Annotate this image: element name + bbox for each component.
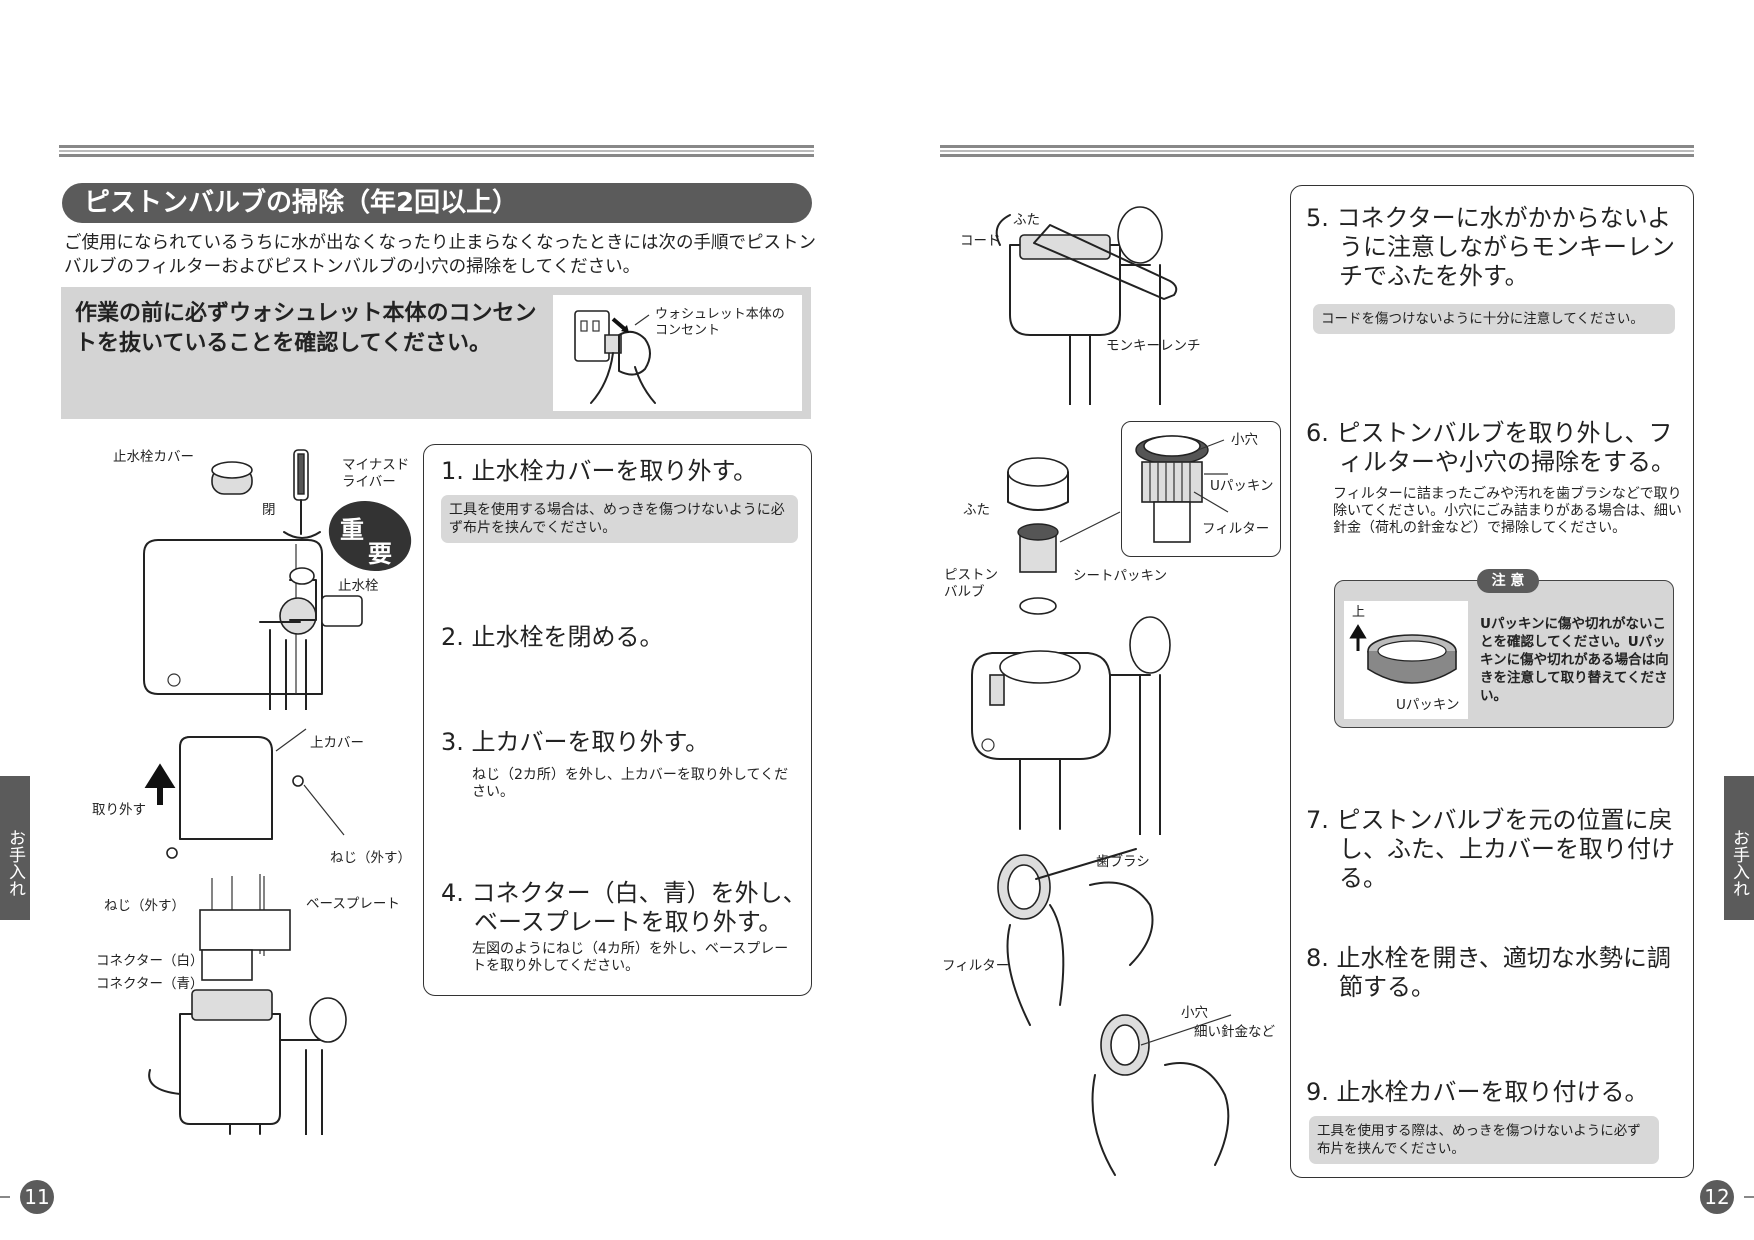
step-9-note: 工具を使用する際は、めっきを傷つけないように必ず布片を挟んでください。 <box>1309 1116 1659 1164</box>
label-close: 閉 <box>262 502 276 518</box>
step-2: 2. 止水栓を閉める。 <box>441 623 664 651</box>
label-toothbrush: 歯ブラシ <box>1096 854 1150 870</box>
label-connector-white: コネクター（白） <box>96 953 204 969</box>
step3-illustration <box>144 728 345 859</box>
intro-text: ご使用になられているうちに水が出なくなったり止まらなくなったときには次の手順でピ… <box>64 233 816 277</box>
important-badge: 重 要 <box>324 498 414 574</box>
top-rule-right <box>940 145 1694 157</box>
warning-text: 作業の前に必ずウォシュレット本体のコンセントを抜いていることを確認してください。 <box>75 301 537 356</box>
toothbrush-illustration <box>997 848 1154 1026</box>
u-packing-image: 上 Uパッキン <box>1344 601 1468 719</box>
opened-valve-illustration <box>971 616 1171 835</box>
step-5-note: コードを傷つけないように十分に注意してください。 <box>1313 304 1675 334</box>
step-7: 7. ピストンバルブを元の位置に戻し、ふた、上カバーを取り付ける。 <box>1306 806 1675 892</box>
label-piston-valve: ピストンバルブ <box>944 567 998 600</box>
label-connector-blue: コネクター（青） <box>96 976 204 992</box>
label-filter-2: フィルター <box>942 958 1010 974</box>
label-screw-remove-1: ねじ（外す） <box>330 850 411 866</box>
badge-char-1: 重 <box>340 516 364 544</box>
outlet-plug-icon <box>574 310 656 404</box>
page-number-left: 11 <box>20 1180 54 1214</box>
label-lid-1: ふた <box>1013 212 1040 228</box>
page-line-right <box>1744 1196 1754 1198</box>
caution-tag: 注 意 <box>1477 569 1539 593</box>
label-screwdriver: マイナスドライバー <box>342 457 410 490</box>
caution-part-label: Uパッキン <box>1396 697 1460 713</box>
label-lid-2: ふた <box>963 502 990 518</box>
piston-valve-detail-icon <box>1135 435 1229 543</box>
label-filter-1: フィルター <box>1202 521 1270 537</box>
side-tab-left: お手入れ <box>0 776 30 920</box>
u-packing-ring-icon <box>1349 624 1457 684</box>
fine-wire-illustration <box>1091 1014 1232 1176</box>
label-wrench: モンキーレンチ <box>1106 338 1201 354</box>
label-base-plate: ベースプレート <box>306 896 400 912</box>
step-4-sub: 左図のようにねじ（4カ所）を外し、ベースプレートを取り外してください。 <box>472 941 789 974</box>
outlet-label: ウォシュレット本体のコンセント <box>655 307 785 338</box>
section-title: ピストンバルブの掃除（年2回以上） <box>62 183 812 223</box>
step-3: 3. 上カバーを取り外す。 <box>441 728 710 756</box>
step-6: 6. ピストンバルブを取り外し、フィルターや小穴の掃除をする。 <box>1306 419 1675 476</box>
label-stop-cover: 止水栓カバー <box>113 449 194 465</box>
step-9: 9. 止水栓カバーを取り付ける。 <box>1306 1078 1649 1106</box>
step6-illustration <box>1007 457 1121 615</box>
step5-illustration <box>995 206 1178 405</box>
piston-detail-box <box>1121 421 1281 557</box>
step-6-sub: フィルターに詰まったごみや汚れを歯ブラシなどで取り除いてください。小穴にごみ詰ま… <box>1333 486 1682 536</box>
side-tab-right: お手入れ <box>1724 776 1754 920</box>
step-1: 1. 止水栓カバーを取り外す。 <box>441 457 758 485</box>
step-3-sub: ねじ（2カ所）を外し、上カバーを取り外してください。 <box>472 767 789 800</box>
badge-char-2: 要 <box>368 540 392 568</box>
step4-illustration <box>148 874 347 1135</box>
page-number-right: 12 <box>1700 1180 1734 1214</box>
warning-panel: 作業の前に必ずウォシュレット本体のコンセントを抜いていることを確認してください。… <box>61 287 811 419</box>
left-steps-box: 1. 止水栓カバーを取り外す。 工具を使用する場合は、めっきを傷つけないように必… <box>423 444 812 996</box>
step-1-note: 工具を使用する場合は、めっきを傷つけないように必ず布片を挟んでください。 <box>441 495 798 543</box>
label-screw-remove-2: ねじ（外す） <box>104 898 185 914</box>
label-u-packing-1: Uパッキン <box>1210 478 1274 494</box>
label-small-hole-2: 小穴 <box>1181 1005 1208 1021</box>
label-fine-wire: 細い針金など <box>1194 1024 1275 1040</box>
step-5: 5. コネクターに水がかからないように注意しながらモンキーレンチでふたを外す。 <box>1306 204 1675 290</box>
step-4: 4. コネクター（白、青）を外し、ベースプレートを取り外す。 <box>441 879 807 936</box>
label-cord: コード <box>960 233 1001 249</box>
outlet-illustration: ウォシュレット本体のコンセント <box>553 295 802 411</box>
caution-text: Uパッキンに傷や切れがないことを確認してください。Uパッキンに傷や切れがある場合… <box>1480 616 1669 704</box>
label-remove: 取り外す <box>92 802 146 818</box>
caution-up-label: 上 <box>1352 605 1366 620</box>
step1-2-illustration <box>143 449 363 710</box>
label-stop-valve: 止水栓 <box>338 578 379 594</box>
top-rule-left <box>59 145 814 157</box>
label-top-cover: 上カバー <box>310 735 364 751</box>
caution-box: 注 意 上 Uパッキン Uパッキンに傷や切れがないことを確認してください。Uパッ… <box>1334 569 1674 728</box>
label-seat-packing: シートパッキン <box>1073 568 1168 584</box>
label-small-hole-1: 小穴 <box>1231 432 1258 448</box>
step-8: 8. 止水栓を開き、適切な水勢に調節する。 <box>1306 944 1671 1001</box>
page-line-left <box>0 1196 10 1198</box>
